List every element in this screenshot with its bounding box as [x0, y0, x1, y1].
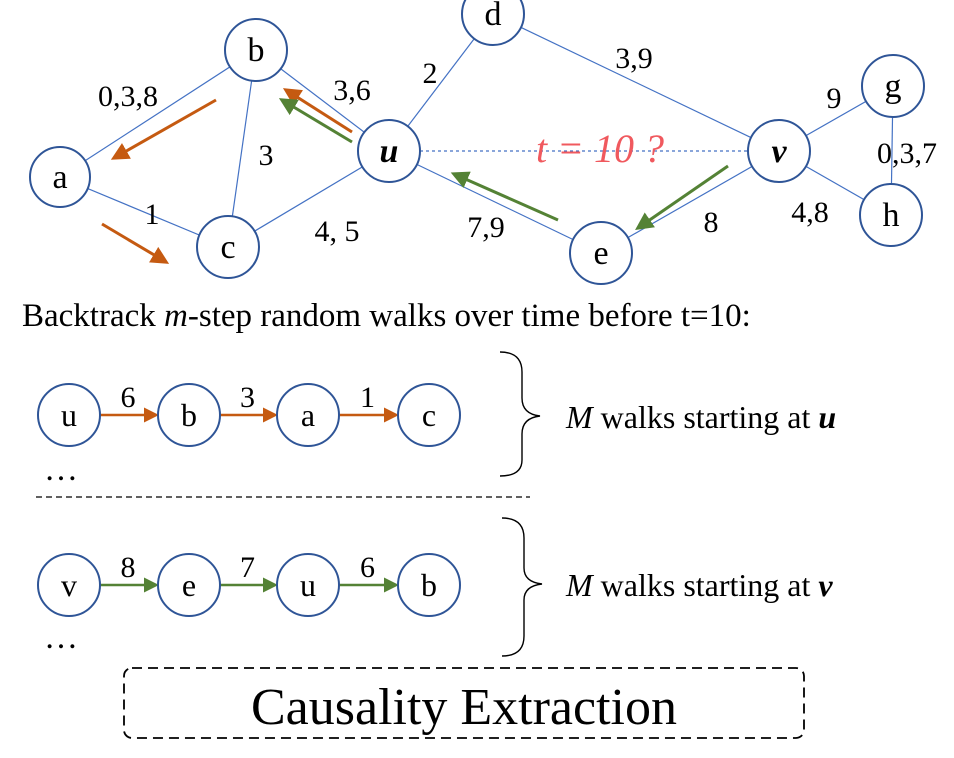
walk-1-ellipsis: …	[44, 451, 78, 488]
walk-2-caption-node: v	[818, 567, 833, 603]
node-label-c: c	[220, 229, 235, 266]
walk-row-1: 6 3 1 u b a c … M walks starting at u	[37, 381, 836, 488]
walk-row-2: 8 7 6 v e u b … M walks starting at v	[37, 551, 833, 656]
walk-1-node-circle-4	[397, 383, 461, 447]
walk-1-weight-2: 3	[240, 381, 255, 414]
brace-v-walks	[501, 517, 543, 657]
walk-arrow-e-u	[450, 171, 559, 222]
walk-arrow-u-b-green	[278, 98, 353, 144]
walk-2-node-label-3: u	[300, 567, 316, 603]
node-label-e: e	[593, 235, 608, 272]
edge-label-a-c: 1	[145, 198, 160, 231]
walk-2-node-circle-2	[157, 553, 221, 617]
edge-label-u-d: 2	[423, 57, 438, 90]
node-circle-c	[196, 215, 260, 279]
walk-1-caption-node: u	[818, 399, 836, 435]
edge-label-d-v: 3,9	[615, 42, 653, 75]
edge-d-v	[492, 13, 780, 152]
walk-1-node-label-3: a	[301, 397, 315, 433]
node-label-h: h	[883, 197, 900, 234]
walk-2-caption-text: walks starting at	[593, 567, 819, 603]
node-circle-h	[859, 183, 923, 247]
walk-2-node-label-2: e	[182, 567, 196, 603]
node-h: h	[859, 183, 923, 247]
walk-arrow-v-e	[635, 164, 729, 231]
edge-a-b	[59, 49, 257, 178]
backtrack-sentence: Backtrack m-step random walks over time …	[22, 298, 751, 334]
node-circle-g	[861, 54, 925, 118]
walk-2-ellipsis: …	[44, 619, 78, 656]
node-d: d	[461, 0, 525, 46]
graph-nodes: a b c d u v e g h	[29, 0, 925, 285]
walk-2-node-label-4: b	[421, 567, 437, 603]
query-edge: t = 10 ?	[420, 126, 748, 171]
edge-label-u-c: 4, 5	[315, 215, 360, 248]
node-circle-b	[224, 18, 288, 82]
walk-2-weight-2: 7	[240, 551, 255, 584]
node-label-v: v	[771, 133, 787, 170]
walk-1-node-circle-1	[37, 383, 101, 447]
walk-2-node-circle-4	[397, 553, 461, 617]
walk-1-node-label-4: c	[422, 397, 436, 433]
walk-1-caption: M walks starting at u	[565, 399, 836, 435]
walk-2-weight-1: 8	[121, 551, 136, 584]
walk-1-weight-1: 6	[121, 381, 136, 414]
walk-arrow-u-b	[282, 88, 353, 134]
node-v: v	[747, 119, 811, 183]
edge-label-e-v: 8	[704, 206, 719, 239]
edge-u-e	[388, 150, 602, 254]
walk-2-node-circle-1	[37, 553, 101, 617]
walk-arrows	[101, 88, 729, 264]
node-label-g: g	[885, 68, 902, 105]
edge-label-b-u: 3,6	[333, 74, 371, 107]
edge-e-v	[600, 150, 780, 254]
node-c: c	[196, 215, 260, 279]
edge-label-b-c: 3	[259, 139, 274, 172]
node-label-u: u	[380, 133, 399, 170]
query-label: t = 10 ?	[536, 126, 664, 171]
edge-label-v-h: 4,8	[791, 196, 829, 229]
node-label-a: a	[52, 159, 67, 196]
node-circle-e	[569, 221, 633, 285]
node-u: u	[357, 119, 421, 183]
brace-u-walks	[499, 351, 541, 477]
node-circle-v	[747, 119, 811, 183]
edge-b-c	[227, 49, 257, 248]
node-e: e	[569, 221, 633, 285]
walk-1-node-label-1: u	[61, 397, 77, 433]
node-circle-a	[29, 146, 91, 208]
backtrack-m: m	[164, 298, 188, 334]
walk-2-node-label-1: v	[61, 567, 77, 603]
node-b: b	[224, 18, 288, 82]
walk-1-node-circle-2	[157, 383, 221, 447]
walk-1-weight-3: 1	[360, 381, 375, 414]
edge-label-a-b: 0,3,8	[98, 80, 158, 113]
walk-2-caption-m: M	[565, 567, 595, 603]
backtrack-prefix: Backtrack	[22, 298, 164, 334]
node-label-b: b	[248, 32, 265, 69]
walk-2-caption: M walks starting at v	[565, 567, 833, 603]
causality-extraction-label: Causality Extraction	[251, 679, 677, 736]
node-label-d: d	[485, 0, 502, 33]
node-a: a	[29, 146, 91, 208]
walk-arrow-a-c	[101, 222, 170, 264]
edge-label-v-g: 9	[827, 82, 842, 115]
walk-2-weight-3: 6	[360, 551, 375, 584]
walk-1-node-circle-3	[276, 383, 340, 447]
edge-label-g-h: 0,3,7	[877, 137, 937, 170]
edge-label-u-e: 7,9	[467, 211, 505, 244]
graph-edge-labels: 0,3,8 1 3 3,6 2 3,9 4, 5 7,9 8 9 0,3,7 4,8	[98, 42, 937, 248]
backtrack-suffix: -step random walks over time before t=10…	[188, 298, 751, 334]
walk-rows: 6 3 1 u b a c … M walks starting at u 8 7 6 v e u b … M w…	[37, 381, 836, 656]
node-g: g	[861, 54, 925, 118]
causality-extraction-box	[123, 667, 805, 739]
walk-1-caption-text: walks starting at	[593, 399, 819, 435]
node-circle-u	[357, 119, 421, 183]
walk-1-caption-m: M	[565, 399, 595, 435]
walk-arrow-b-a	[110, 98, 217, 160]
walk-2-node-circle-3	[276, 553, 340, 617]
walk-1-node-label-2: b	[181, 397, 197, 433]
node-circle-d	[461, 0, 525, 46]
